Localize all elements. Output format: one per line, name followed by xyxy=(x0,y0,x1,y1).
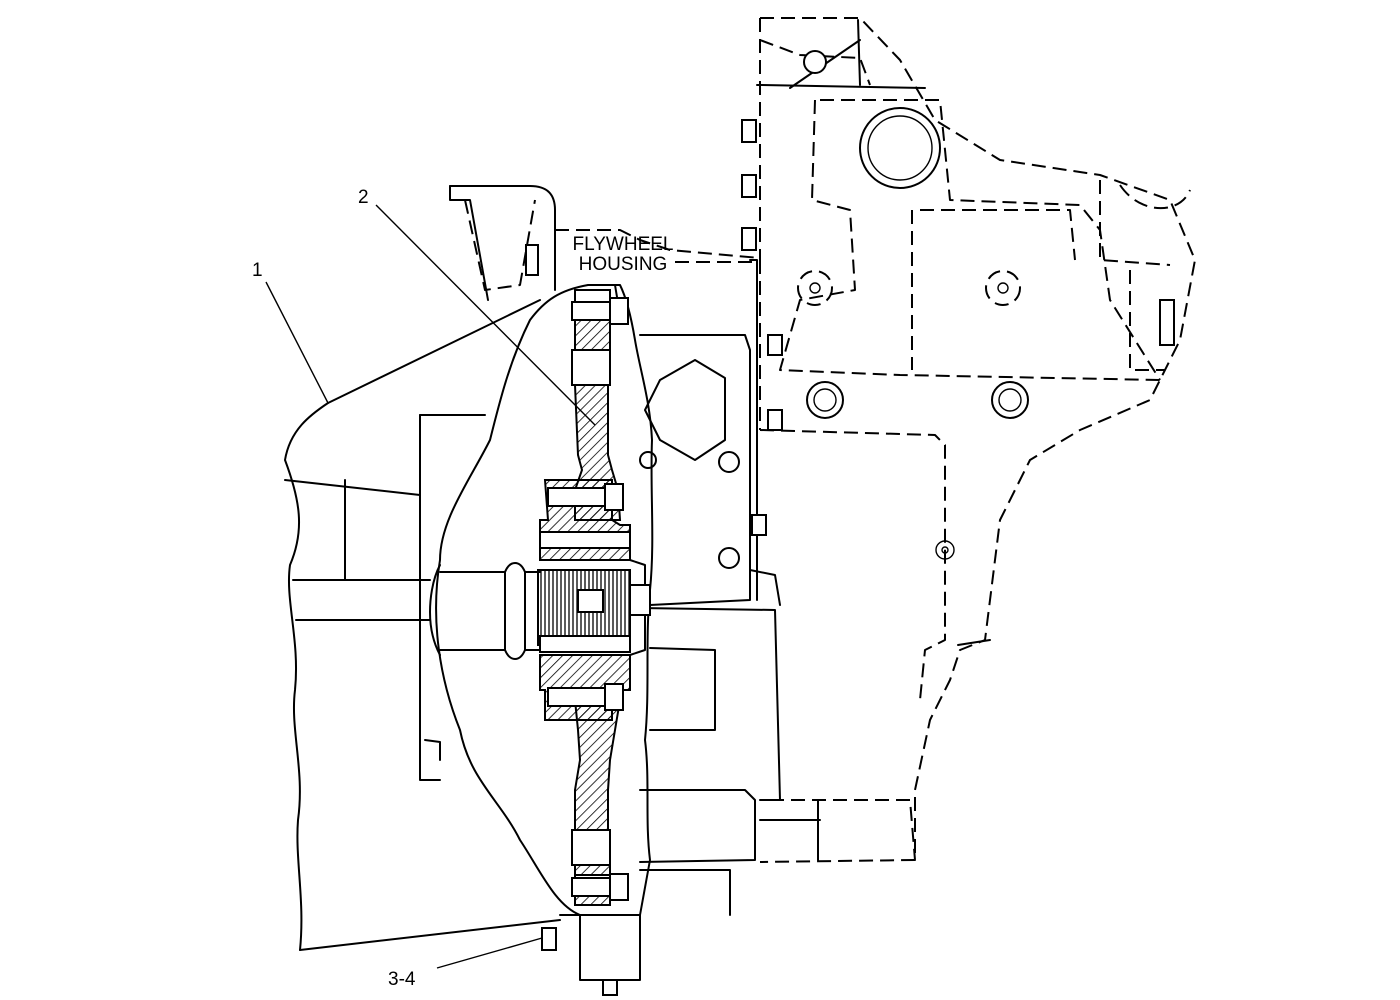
leader-part-2 xyxy=(375,204,596,426)
callout-part-3-4: 3-4 xyxy=(388,969,416,990)
callout-labels: 1 2 3-4 FLYWHEEL HOUSING xyxy=(252,187,674,990)
callout-part-2: 2 xyxy=(358,187,369,208)
adapter-plate xyxy=(639,259,781,863)
flywheel-housing-label-line2: HOUSING xyxy=(579,254,668,275)
lower-fitting xyxy=(541,869,731,996)
callout-part-1: 1 xyxy=(252,260,263,281)
transmission-housing xyxy=(284,185,761,951)
engine-block-bolts xyxy=(741,50,1175,560)
flywheel-housing-label-line1: FLYWHEEL xyxy=(572,234,673,255)
leader-part-3-4 xyxy=(436,937,543,969)
input-shaft xyxy=(429,562,541,660)
leader-part-1 xyxy=(265,281,329,404)
flywheel-section xyxy=(537,284,651,906)
rim-bolts xyxy=(571,297,629,901)
engine-block-outline xyxy=(756,17,1196,863)
leader-lines xyxy=(265,204,760,969)
flywheel-cover xyxy=(435,284,654,916)
